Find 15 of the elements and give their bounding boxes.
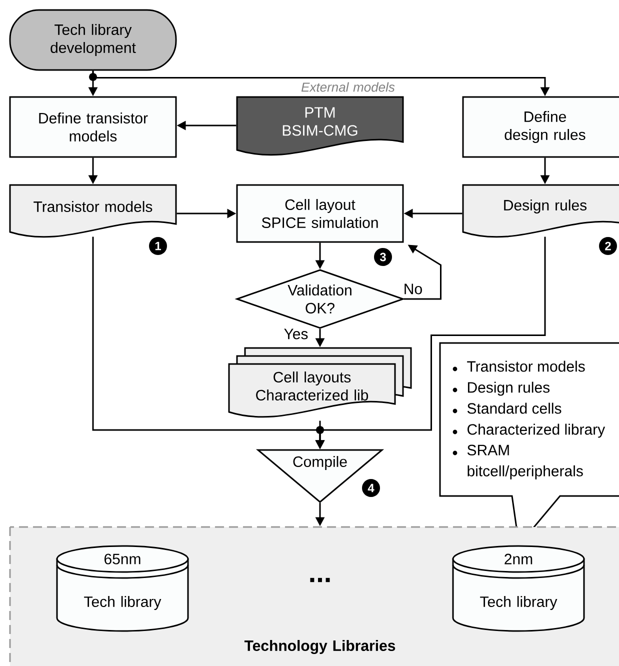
arrow <box>404 244 442 300</box>
rounded-box: Tech library development <box>9 9 177 71</box>
annotation-text: External models <box>301 82 395 92</box>
ellipsis: ... <box>310 578 330 582</box>
callout-number: 1 <box>149 237 167 255</box>
process-box: Define design rules <box>462 96 619 158</box>
database-cylinder: 65nm Tech library <box>56 545 189 632</box>
stacked-documents: Cell layouts Characterized lib <box>228 347 412 418</box>
process-box: Cell layout SPICE simulation <box>236 184 404 243</box>
callout-number: 2 <box>599 237 617 255</box>
process-box: Define transistor models <box>9 96 177 158</box>
edge-label: Yes <box>282 328 310 340</box>
callout-number: 4 <box>362 479 380 497</box>
database-cylinder: 2nm Tech library <box>452 545 585 632</box>
callout-number: 3 <box>374 248 392 266</box>
